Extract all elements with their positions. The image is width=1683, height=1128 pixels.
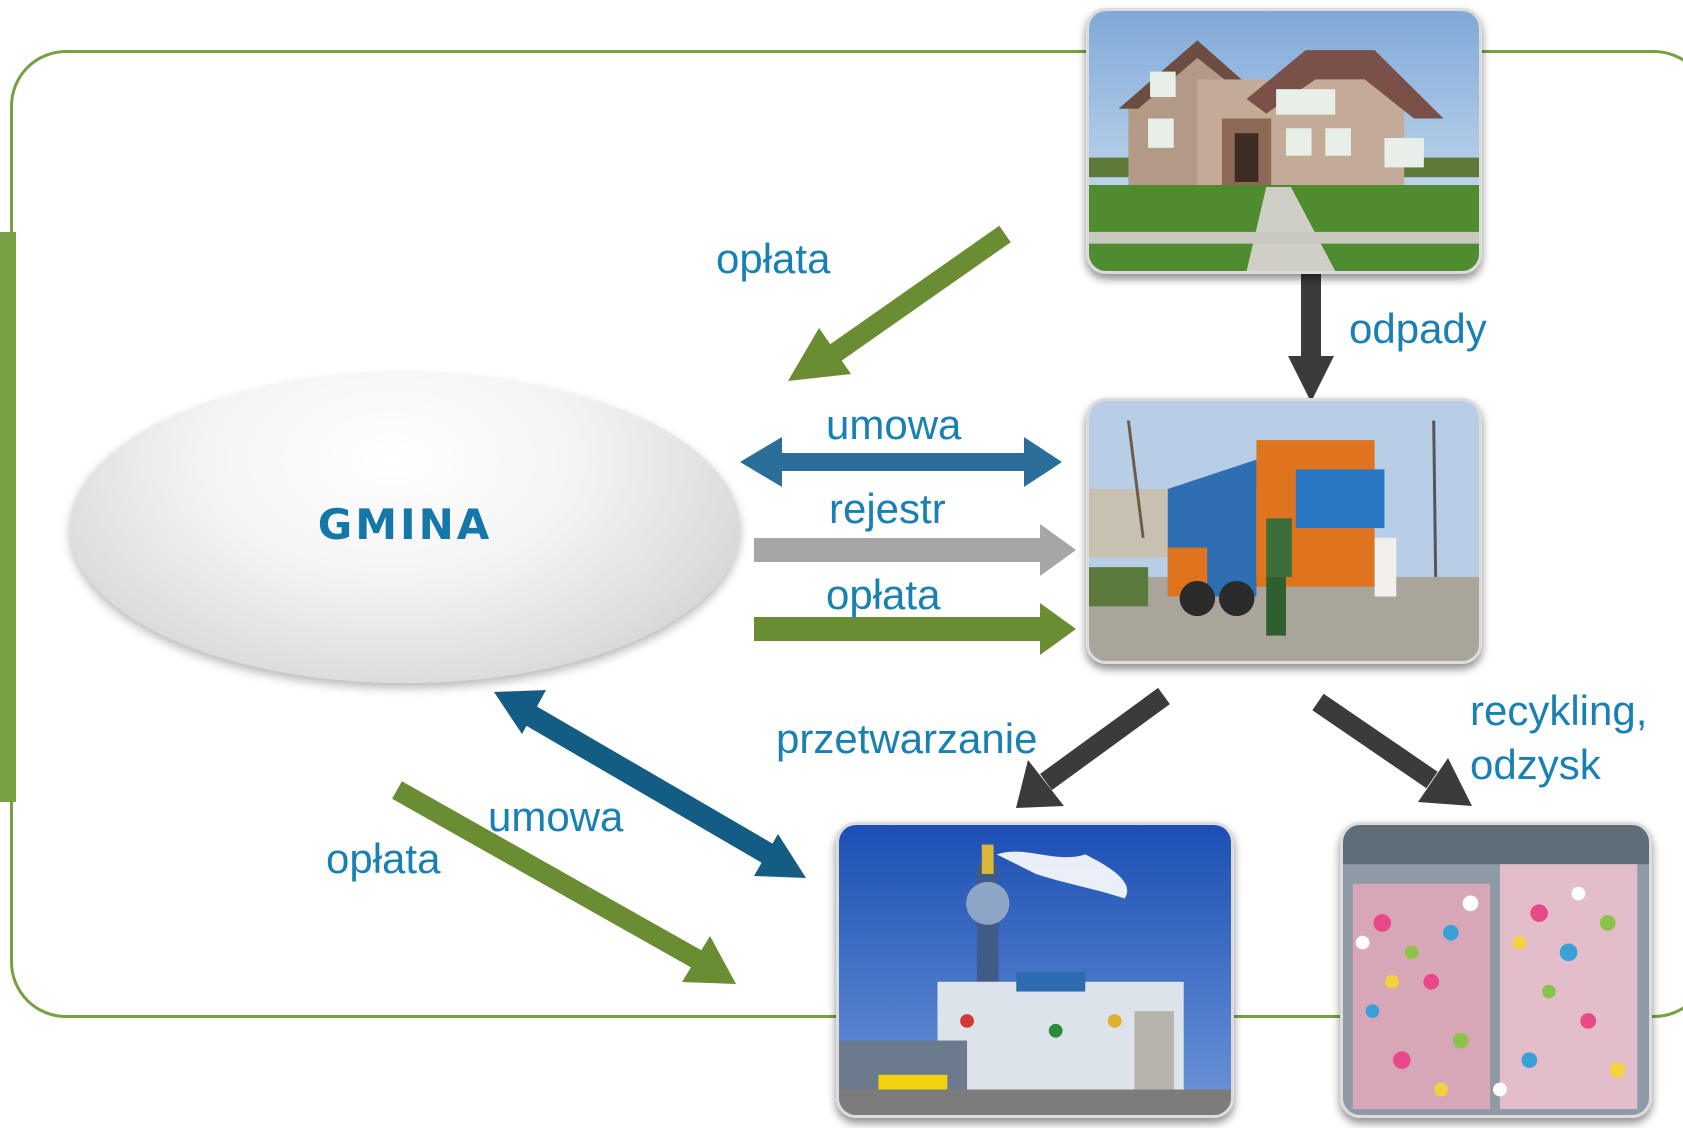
label-oplata-bottom: opłata	[326, 835, 441, 882]
recycling-bales-photo	[1340, 822, 1652, 1118]
gmina-ellipse: GMINA	[70, 373, 740, 683]
arrow-oplata-house-to-gmina	[788, 225, 1011, 381]
arrow-umowa-mid	[740, 437, 1062, 487]
arrow-przetwarzanie	[1016, 687, 1170, 808]
gmina-label: GMINA	[317, 499, 493, 549]
label-oplata-top: opłata	[716, 235, 831, 282]
label-przetwarzanie: przetwarzanie	[776, 715, 1038, 762]
arrow-oplata-bottom	[392, 781, 736, 984]
arrow-recykling	[1312, 693, 1472, 806]
label-umowa-mid: umowa	[826, 401, 962, 448]
label-recykling: recykling,	[1470, 687, 1648, 734]
arrow-umowa-bottom	[494, 690, 806, 878]
label-oplata-mid: opłata	[826, 571, 941, 618]
label-odzysk: odzysk	[1470, 741, 1601, 788]
garbage-truck-photo	[1086, 398, 1482, 664]
incineration-plant-photo	[836, 822, 1234, 1118]
label-odpady: odpady	[1349, 305, 1487, 352]
arrow-oplata-mid	[754, 603, 1076, 655]
left-accent-bar	[0, 232, 16, 802]
arrow-rejestr	[754, 524, 1076, 576]
label-umowa-bottom: umowa	[488, 793, 624, 840]
house-photo	[1086, 8, 1482, 274]
label-rejestr: rejestr	[829, 485, 946, 532]
